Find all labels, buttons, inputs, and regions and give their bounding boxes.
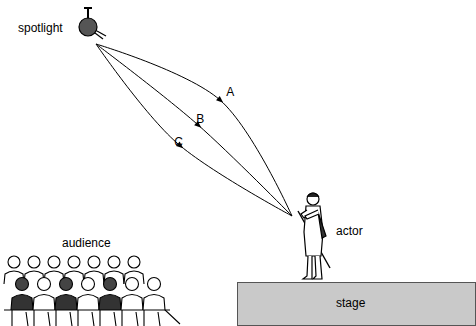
node-label: spotlight: [18, 21, 63, 35]
audience-figures: [4, 256, 180, 326]
stage-platform: stage: [237, 282, 476, 326]
light-ray: [96, 44, 292, 216]
ray-label: B: [196, 112, 204, 126]
ray-label: A: [226, 85, 234, 99]
group-label: audience: [62, 236, 111, 250]
light-ray: [96, 44, 292, 216]
node-label: actor: [336, 224, 363, 238]
ray-label: C: [174, 135, 183, 149]
actor-figure: [298, 193, 330, 279]
actor-node: actor: [292, 186, 372, 282]
spotlight-node: spotlight: [14, 8, 114, 44]
node-label: stage: [336, 296, 365, 310]
arrow-head: [216, 96, 223, 103]
light-ray: [96, 44, 292, 216]
spotlight-lamp: [79, 8, 106, 39]
